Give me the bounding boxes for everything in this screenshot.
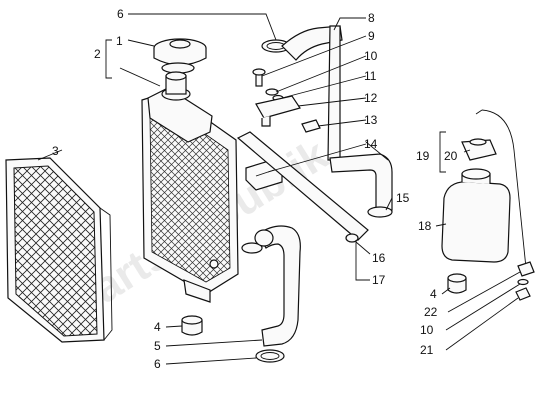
callout-20: 20: [444, 149, 458, 163]
callout-5: 5: [154, 339, 161, 353]
part-20-tank-cap: [461, 138, 497, 161]
callout-11: 11: [364, 69, 377, 83]
part-17-pipe: [236, 131, 369, 241]
callout-14: 14: [364, 137, 378, 151]
callout-9: 9: [368, 29, 375, 43]
callout-6-bottom: 6: [154, 357, 161, 371]
callout-17: 17: [372, 273, 386, 287]
callout-8: 8: [368, 11, 375, 25]
callout-15: 15: [396, 191, 410, 205]
part-4-rubber-mount-right: [447, 273, 467, 294]
overflow-tube: [475, 109, 527, 269]
part-4-rubber-mount-left: [181, 315, 203, 336]
part-10-washer-right: [517, 278, 529, 286]
leader-lines: [37, 13, 521, 365]
part-15-hose-clamp: [367, 206, 393, 218]
part-18-expansion-tank: [441, 168, 511, 263]
callout-10-top: 10: [364, 49, 378, 63]
callout-2: 2: [94, 47, 101, 61]
callout-3: 3: [52, 144, 59, 158]
callout-21: 21: [420, 343, 434, 357]
callout-19: 19: [416, 149, 430, 163]
part-12-clip: [301, 119, 321, 133]
lower-hose: [241, 225, 301, 347]
part-8-screw: [252, 68, 266, 87]
radiator-body: [141, 71, 239, 303]
callouts: 6 1 2 3 8 9 10 11 12 13 14 15 16 17 18 1…: [52, 7, 458, 371]
part-22-fitting: [517, 261, 535, 277]
part-3-radiator-grille: [5, 157, 113, 343]
part-9-washer: [265, 88, 279, 96]
part-6-hose-clamp-bottom: [255, 349, 285, 363]
callout-22: 22: [424, 305, 438, 319]
callout-13: 13: [364, 113, 378, 127]
part-16-clamp: [345, 233, 359, 243]
callout-4-right: 4: [430, 287, 437, 301]
callout-16: 16: [372, 251, 386, 265]
part-11-bracket: [255, 95, 301, 127]
callout-6-top: 6: [117, 7, 124, 21]
part-21-nut: [515, 287, 531, 301]
callout-18: 18: [418, 219, 432, 233]
callout-1: 1: [116, 34, 123, 48]
callout-4-left: 4: [154, 320, 161, 334]
part-14-hose: [329, 153, 393, 211]
part-1-radiator-cap: [153, 38, 207, 74]
callout-10-right: 10: [420, 323, 434, 337]
callout-12: 12: [364, 91, 378, 105]
